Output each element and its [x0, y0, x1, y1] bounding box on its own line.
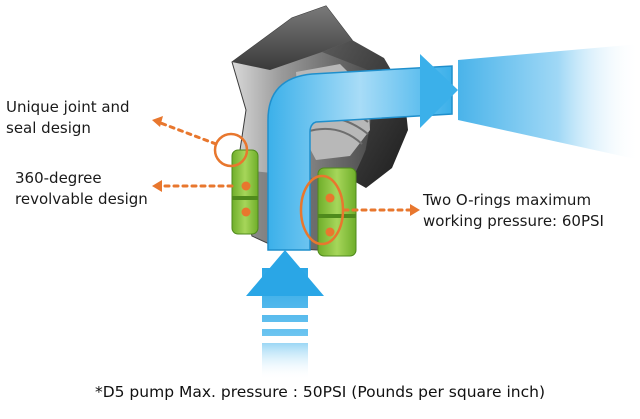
- o-ring-dot: [325, 227, 335, 237]
- seal-right-band: [318, 214, 356, 218]
- joint-seal-highlight: [213, 132, 249, 168]
- up-arrow-icon: [246, 250, 324, 296]
- fitting-top-cap: [232, 6, 352, 70]
- pressure-footnote: *D5 pump Max. pressure : 50PSI (Pounds p…: [94, 383, 546, 401]
- callout-line: revolvable design: [15, 190, 148, 208]
- right-arrow-icon: [420, 54, 458, 128]
- leader-lines: [156, 120, 412, 212]
- o-ring-dot: [241, 207, 251, 217]
- seal-left-band: [232, 196, 258, 200]
- callout-o-rings: Two O-rings maximum working pressure: 60…: [423, 190, 604, 232]
- o-ring-dot: [241, 181, 251, 191]
- inlet-stripe-3: [262, 336, 308, 343]
- o-ring-dot: [325, 193, 335, 203]
- callout-line: Unique joint and: [6, 98, 130, 116]
- callout-joint-seal: Unique joint and seal design: [6, 97, 130, 139]
- inlet-stripe-1: [262, 308, 308, 315]
- flow-out-beam: [458, 44, 640, 160]
- fitting-cutaway-illustration: [152, 5, 640, 380]
- leader-arrowheads: [152, 116, 420, 216]
- callout-line: seal design: [6, 119, 91, 137]
- callout-line: Two O-rings maximum: [423, 191, 592, 209]
- callout-line: working pressure: 60PSI: [423, 212, 604, 230]
- callout-line: 360-degree: [15, 169, 102, 187]
- callout-revolvable: 360-degree revolvable design: [15, 168, 148, 210]
- seal-left: [231, 149, 259, 235]
- inlet-stripe-2: [262, 322, 308, 329]
